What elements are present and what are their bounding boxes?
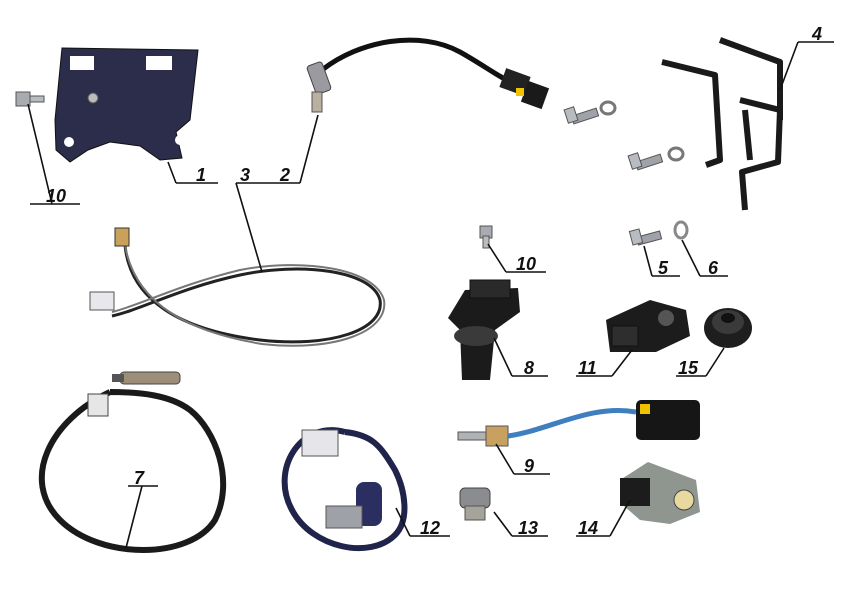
callout-8: 8: [524, 358, 534, 378]
oxygen-sensor-icon: [38, 371, 227, 553]
washer-icon: [628, 220, 689, 246]
callout-15: 15: [678, 358, 699, 378]
speed-sensor-icon: [448, 279, 520, 380]
callout-10a: 10: [46, 186, 66, 206]
callout-12: 12: [420, 518, 440, 538]
leader-lines: [27, 41, 834, 549]
cable-sensor-icon: [306, 37, 550, 113]
callout-6: 6: [708, 258, 719, 278]
callout-3: 3: [240, 165, 250, 185]
callout-13: 13: [518, 518, 538, 538]
grommet-icon: [704, 308, 752, 348]
callout-7: 7: [134, 468, 145, 488]
mounting-plate-icon: [54, 47, 199, 163]
connector-sensor-icon: [606, 300, 690, 352]
bolt-icon: [563, 100, 685, 171]
callout-4: 4: [811, 24, 822, 44]
callout-numbers: 1 2 3 4 5 6 7 8 9 10 10 11 12 13 14 15: [46, 24, 822, 538]
callout-2: 2: [279, 165, 290, 185]
callout-11: 11: [578, 358, 597, 378]
pressure-switch-icon: [281, 427, 408, 552]
temperature-sensor-icon: [457, 400, 700, 447]
callout-10b: 10: [516, 254, 536, 274]
callout-1: 1: [196, 165, 206, 185]
screw-icon: [15, 91, 493, 249]
callout-5: 5: [658, 258, 669, 278]
wiring-harness-icon: [89, 227, 386, 347]
plug-bolt-icon: [459, 487, 491, 521]
callout-14: 14: [578, 518, 598, 538]
callout-9: 9: [524, 456, 534, 476]
bracket-icon: [661, 37, 783, 211]
position-sensor-icon: [620, 462, 700, 524]
